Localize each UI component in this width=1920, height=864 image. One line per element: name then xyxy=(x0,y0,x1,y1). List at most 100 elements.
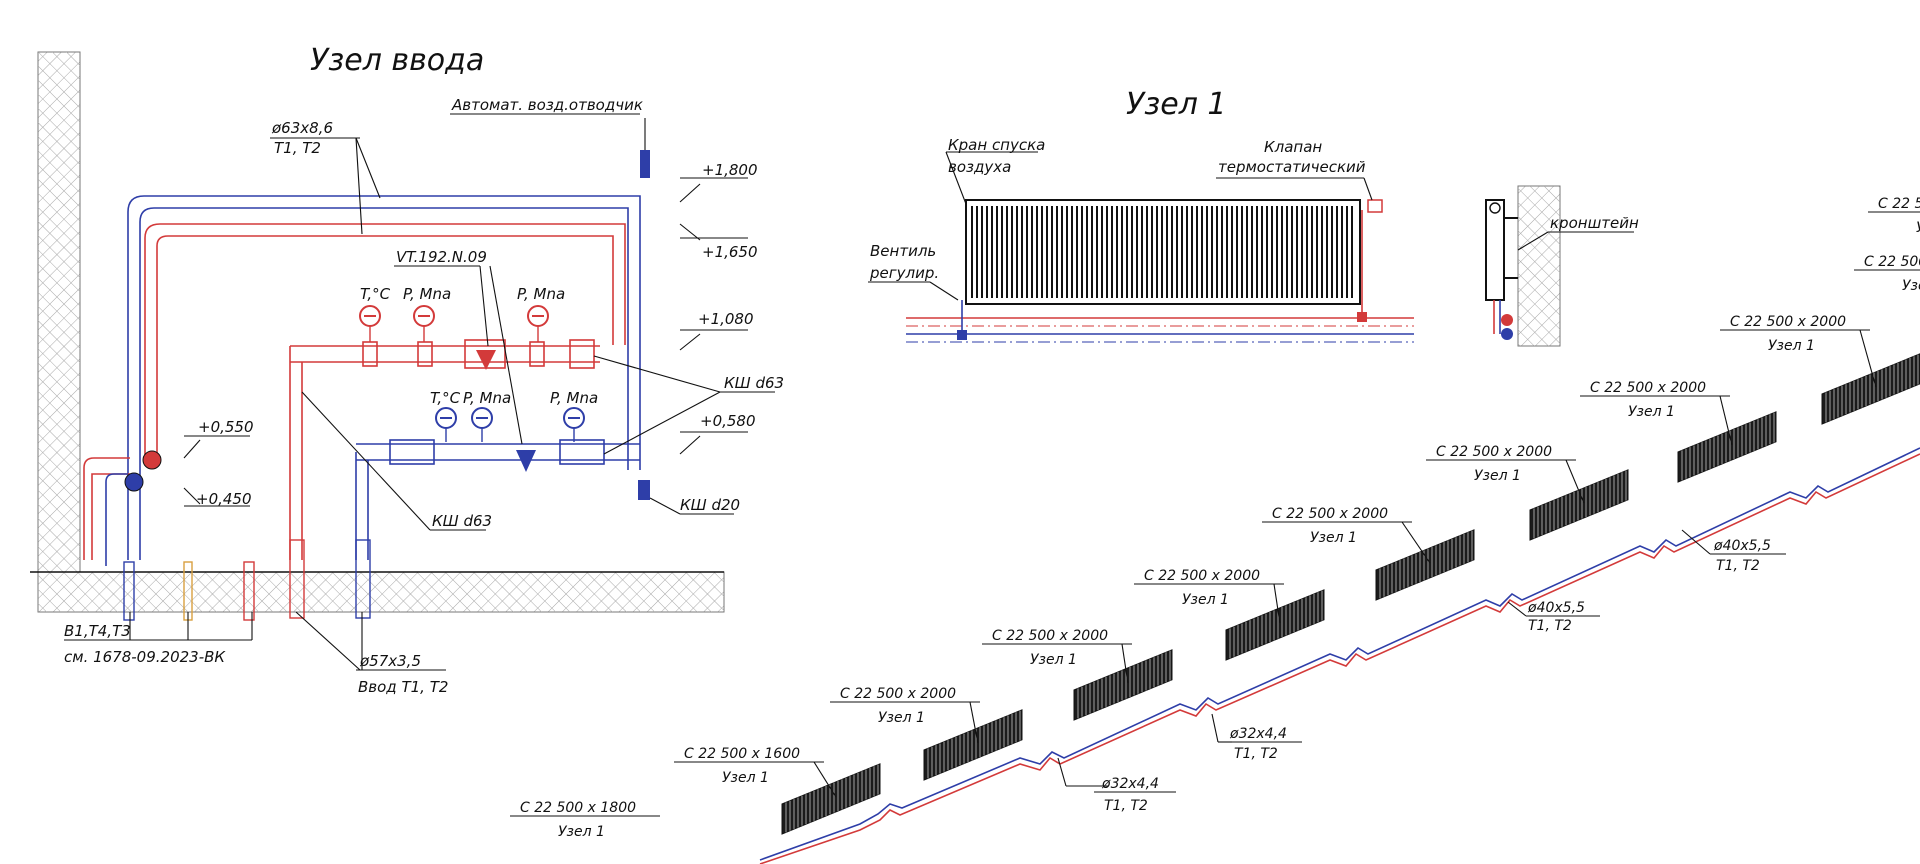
level-1080: +1,080 xyxy=(698,310,754,328)
radiator-model-label: C 22 500 x 1800 xyxy=(520,800,636,816)
radiator-node-label: Узел 1 xyxy=(1310,530,1357,546)
ball-valve-left-label: КШ d63 xyxy=(432,512,492,530)
regulating-valve-label-2: регулир. xyxy=(869,264,939,282)
radiator-body xyxy=(1375,529,1475,601)
radiator xyxy=(1225,589,1325,661)
radiator-body xyxy=(1073,649,1173,721)
radiator-leader xyxy=(1401,521,1431,564)
radiator-leader xyxy=(1565,459,1585,504)
riser-pipe-lines-2: T1, T2 xyxy=(1234,746,1278,762)
air-release-label-2: воздуха xyxy=(948,158,1011,176)
return-pump-icon xyxy=(124,472,144,492)
air-vent-icon xyxy=(640,150,650,178)
radiator-leader xyxy=(1121,643,1129,683)
radiator xyxy=(1821,353,1920,425)
level-1800: +1,800 xyxy=(702,161,758,179)
radiator-model-label: C 22 500 x 2000 xyxy=(1730,314,1846,330)
drain-valve-label: КШ d20 xyxy=(680,496,740,514)
radiator-model-label: C 22 500 x 2000 xyxy=(1272,506,1388,522)
radiator-body xyxy=(1529,469,1629,541)
thermo-valve-body-icon xyxy=(1357,312,1367,322)
gauge-label-t-bottom: T,°C xyxy=(430,389,461,407)
unit1-detail: Узел 1 Кран спуска воздуха Клапан термос… xyxy=(868,87,1639,347)
gauge-label-p-bottom-2: P, Mna xyxy=(550,389,598,407)
return-filter-icon xyxy=(516,450,536,472)
gauge-label-p-top-1: P, Mna xyxy=(403,285,451,303)
ref-left-lines: B1,T4,T3 xyxy=(64,622,131,640)
riser-return-pipe xyxy=(759,447,1920,861)
gauge-label-t-top: T,°C xyxy=(360,285,391,303)
radiator xyxy=(1375,529,1475,601)
riser-pipe-size-4: ø40x5,5 xyxy=(1713,538,1771,554)
floor-sleeves xyxy=(123,539,371,621)
regulating-valve-icon xyxy=(957,330,967,340)
radiator-node-label: Узел 1 xyxy=(1902,278,1920,294)
unit1-wall-hatch-cross xyxy=(1518,186,1560,346)
radiator-model-label: C 22 500 x 2000 xyxy=(1864,254,1920,270)
radiator-node-label: Уз xyxy=(1916,220,1920,236)
wall-hatch-cross xyxy=(38,52,80,572)
radiator-model-label: C 22 500 x 2000 xyxy=(1144,568,1260,584)
radiator-node-label: Узел 1 xyxy=(1768,338,1815,354)
gauge-label-p-bottom-1: P, Mna xyxy=(463,389,511,407)
supply-pump-icon xyxy=(142,450,162,470)
radiator-model-label: C 22 500 x 2000 xyxy=(1590,380,1706,396)
radiator xyxy=(1677,411,1777,483)
radiator-body xyxy=(781,763,881,835)
radiator-model-label: C 22 500 x 2000 xyxy=(992,628,1108,644)
return-main-pipe xyxy=(127,195,641,560)
riser-pipe-size-2: ø32x4,4 xyxy=(1229,726,1287,742)
level-marks xyxy=(183,177,748,507)
air-release-label-1: Кран спуска xyxy=(948,136,1045,154)
thermo-valve-label-1: Клапан xyxy=(1264,138,1322,156)
radiator-node-label: Узел 1 xyxy=(878,710,925,726)
radiator-body xyxy=(1821,353,1920,425)
return-gauges xyxy=(435,407,585,442)
supply-main-pipe xyxy=(144,223,626,462)
radiator-model-label: C 22 500 x 1600 xyxy=(684,746,800,762)
return-manifold xyxy=(355,443,640,560)
level-0580: +0,580 xyxy=(700,412,756,430)
radiator xyxy=(1529,469,1629,541)
inlet-size: ø57x3,5 xyxy=(359,652,421,670)
radiator-body xyxy=(923,709,1023,781)
radiator-node-label: Узел 1 xyxy=(1628,404,1675,420)
radiator-body xyxy=(1677,411,1777,483)
ball-valve-right-label: КШ d63 xyxy=(724,374,784,392)
drain-valve-icon xyxy=(638,480,650,500)
radiator-leader xyxy=(1859,329,1877,388)
thermo-valve-head-icon xyxy=(1367,199,1383,213)
riser-supply-pipe xyxy=(759,453,1920,864)
radiator-body xyxy=(1225,589,1325,661)
thermo-valve-label-2: термостатический xyxy=(1218,158,1366,176)
radiator-node-label: Узел 1 xyxy=(1474,468,1521,484)
level-0550: +0,550 xyxy=(198,418,254,436)
riser-pipe-lines-4: T1, T2 xyxy=(1716,558,1760,574)
radiator-model-label: C 22 500 x 2000 xyxy=(840,686,956,702)
vt-valve-label: VT.192.N.09 xyxy=(396,248,487,266)
supply-manifold xyxy=(289,345,600,560)
inlet-lines: Ввод T1, T2 xyxy=(358,678,448,696)
radiator-node-label: Узел 1 xyxy=(1182,592,1229,608)
radiator-leader xyxy=(1273,583,1281,623)
main-pipe-size: ø63x8,6 xyxy=(271,119,333,137)
radiator-node-label: Узел 1 xyxy=(558,824,605,840)
radiator xyxy=(923,709,1023,781)
radiator-model-label: C 22 50 xyxy=(1878,196,1920,212)
riser-pipe-size-1: ø32x4,4 xyxy=(1101,776,1159,792)
air-vent-label: Автомат. возд.отводчик xyxy=(451,96,643,114)
entry-unit-title: Узел ввода xyxy=(310,43,484,78)
gauge-label-p-top-2: P, Mna xyxy=(517,285,565,303)
supply-gauges xyxy=(359,305,549,342)
bracket-label: кронштейн xyxy=(1550,214,1639,232)
level-0450: +0,450 xyxy=(196,490,252,508)
supply-filter-icon xyxy=(476,350,496,370)
riser-pipe-size-3: ø40x5,5 xyxy=(1527,600,1585,616)
main-pipe-lines: T1, T2 xyxy=(274,139,321,157)
floor-hatch-cross xyxy=(38,572,724,612)
radiator-node-label: Узел 1 xyxy=(722,770,769,786)
riser-pipe-lines-3: T1, T2 xyxy=(1528,618,1572,634)
entry-unit: Узел ввода T,°C P, Mna xyxy=(30,43,784,696)
